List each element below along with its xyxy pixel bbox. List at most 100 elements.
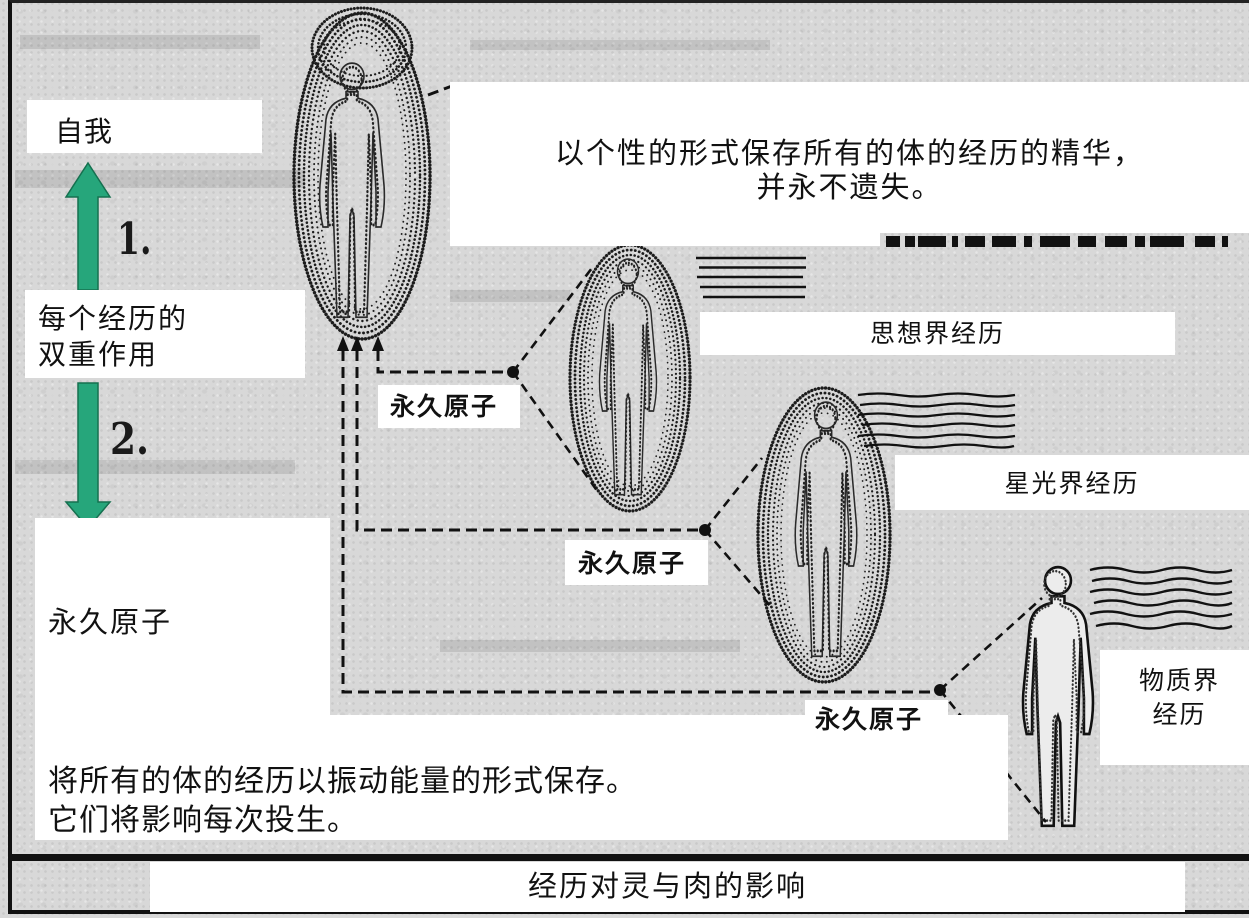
vibration-line [857, 412, 1016, 418]
dashed-connector-middle [355, 350, 705, 532]
scan-smudge [20, 35, 260, 49]
astral-experience-box: 星光界经历 [895, 455, 1249, 510]
astral-vibration-lines [857, 392, 1016, 449]
scan-blot [1150, 236, 1184, 247]
permanent-atom-dot [934, 684, 946, 696]
scan-blot [1040, 236, 1070, 247]
connector-arrowheads [337, 336, 384, 351]
scan-blot [952, 236, 958, 247]
connector-arrowhead [337, 336, 349, 351]
permanent-atom-dot [507, 366, 519, 378]
dashed-diagonal [938, 689, 1048, 823]
diagram-caption: 经历对灵与肉的影响 [527, 869, 807, 903]
vibration-line [861, 422, 1016, 428]
aura-dot-ring [307, 29, 417, 323]
dashed-diagonal [703, 457, 764, 531]
vibration-line [863, 443, 1015, 449]
scan-blot [1024, 236, 1032, 247]
scan-blot [992, 236, 1016, 247]
atom-label-1: 永久原子 [390, 392, 499, 421]
aura-dot-ring [776, 407, 872, 663]
scan-blot [1135, 236, 1145, 247]
dashed-diagonal [511, 267, 594, 373]
mental-figure [598, 258, 658, 496]
dashed-diagonal [704, 529, 773, 609]
scan-blot [1105, 236, 1127, 247]
scan-text-remnant [886, 236, 1228, 247]
aura-crown-ring [322, 18, 402, 78]
vibration-line [1089, 610, 1233, 618]
dashed-connector-inner [376, 350, 513, 374]
step-number-2: 2. [110, 414, 150, 465]
aura-dot-ring [302, 23, 422, 329]
scan-blot [1078, 236, 1096, 247]
dashed-connectors [341, 84, 940, 694]
aura-dot-ring [766, 396, 882, 674]
atom-label-3: 永久原子 [815, 705, 924, 734]
self-text-line-2: 并永不遗失。 [756, 170, 943, 204]
scan-blot [905, 236, 915, 247]
scan-blot [965, 236, 985, 247]
aura-dot-ring [761, 391, 887, 679]
aura-dot-ring [317, 42, 407, 310]
mental-figure-aura [568, 243, 692, 513]
permanent-atom-text-line-2: 它们将影响每次投生。 [48, 803, 358, 838]
scan-smudge [15, 460, 295, 474]
physical-experience-line-2: 经历 [1152, 700, 1207, 729]
self-text-line-1: 以个性的形式保存所有的体的经历的精华， [554, 136, 1144, 170]
atom-label-box-2: 永久原子 [565, 540, 708, 585]
self-label-box: 自我 [27, 100, 262, 153]
permanent-atom-note: 永久原子 [48, 605, 173, 639]
aura-crown-ring [310, 6, 414, 90]
scan-smudge [450, 290, 570, 302]
permanent-atom-text-line-1: 将所有的体的经历以振动能量的形式保存。 [48, 764, 637, 799]
self-text-box: 以个性的形式保存所有的体的经历的精华， 并永不遗失。 [450, 82, 1249, 233]
astral-experience-label: 星光界经历 [1004, 469, 1140, 498]
astral-figure [794, 401, 858, 658]
dashed-link-top [427, 84, 453, 97]
physical-experience-line-1: 物质界 [1138, 666, 1220, 695]
caption-divider [8, 854, 1249, 861]
atom-label-2: 永久原子 [578, 549, 687, 578]
aura-dot-ring [578, 253, 682, 503]
vibration-line [859, 402, 1016, 408]
vibration-line [857, 392, 1016, 398]
scan-blot [886, 236, 900, 247]
mental-experience-box: 思想界经历 [700, 312, 1175, 355]
physical-experience-box: 物质界 经历 [1100, 650, 1249, 765]
permanent-atom-dot [699, 524, 711, 536]
self-text-box-extension [450, 232, 880, 246]
aura-dot-ring [313, 36, 411, 316]
dashed-diagonal [511, 371, 600, 493]
scan-blot [1222, 236, 1228, 247]
scan-blot [918, 236, 946, 247]
step-number-1: 1. [117, 214, 152, 265]
dashed-diagonals [511, 267, 1048, 823]
aura-dot-ring [582, 258, 678, 498]
caption-box: 经历对灵与肉的影响 [150, 862, 1185, 912]
aura-dot-ring [591, 269, 669, 487]
mental-experience-label: 思想界经历 [869, 319, 1005, 348]
aura-dot-ring [292, 11, 432, 341]
vibration-line [857, 433, 1016, 439]
aura-dot-ring [780, 412, 868, 658]
scan-smudge [440, 640, 740, 652]
self-label: 自我 [55, 115, 114, 148]
atom-label-box-3: 永久原子 [805, 700, 948, 740]
physical-vibration-lines [1089, 566, 1233, 630]
connector-arrowhead [372, 336, 384, 351]
dual-function-box: 每个经历的 双重作用 [25, 290, 305, 378]
permanent-atom-dots [507, 366, 946, 696]
scan-blot [1195, 236, 1215, 247]
down-arrow [64, 382, 112, 530]
aura-dot-ring [756, 386, 892, 684]
vibration-line [1091, 577, 1233, 585]
aura-dot-ring [568, 243, 692, 513]
dashed-diagonal [939, 597, 1043, 691]
dual-function-line-1: 每个经历的 [38, 302, 189, 335]
page-frame [8, 0, 1249, 914]
scan-smudge [15, 170, 305, 188]
permanent-atom-note-box: 永久原子 [35, 518, 330, 718]
